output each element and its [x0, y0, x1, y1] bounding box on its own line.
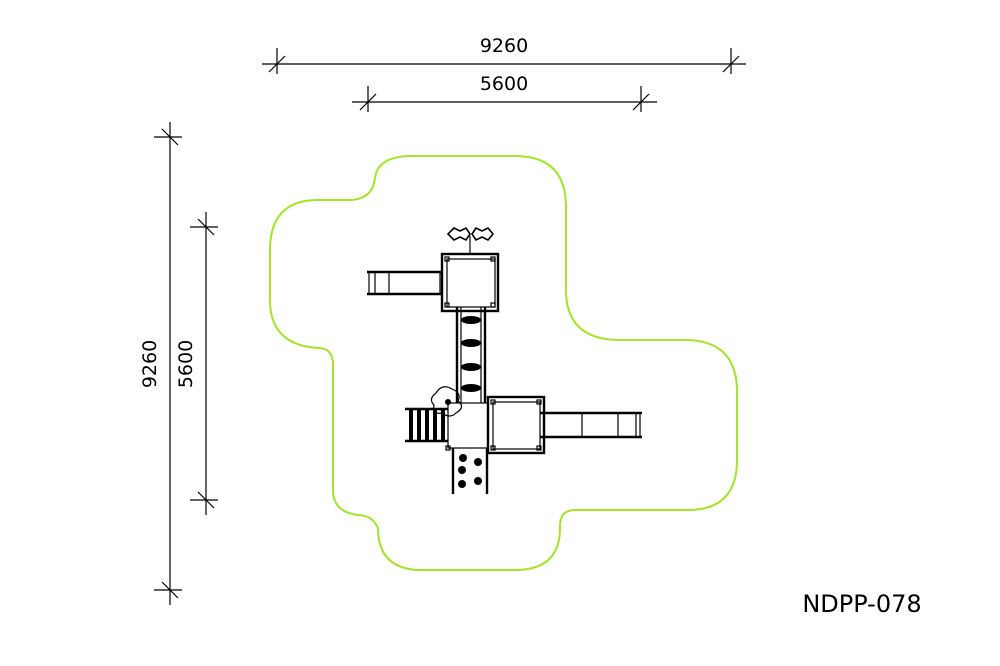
middle-platform [447, 402, 489, 449]
lower-deck [486, 395, 546, 455]
slide-lower [540, 411, 642, 439]
dimension-equipment-width: 5600 [352, 73, 657, 112]
dimension-equipment-length: 5600 [175, 212, 218, 515]
play-panel-flower [430, 386, 463, 417]
drawing-code: NDPP-078 [802, 590, 921, 618]
dimension-text-equipment-length: 5600 [175, 340, 197, 388]
upper-deck [440, 252, 500, 313]
ladder [405, 407, 448, 443]
dimension-overall-width: 9260 [262, 35, 746, 74]
climbing-wall [451, 448, 489, 494]
dimension-text-overall-width: 9260 [480, 35, 528, 57]
crawl-tunnel [455, 307, 487, 403]
safety-zone-outline [269, 155, 738, 571]
dimension-text-equipment-width: 5600 [480, 73, 528, 95]
play-structure [367, 226, 642, 494]
slide-upper [367, 270, 443, 296]
dimension-text-overall-length: 9260 [139, 340, 161, 388]
dimension-overall-length: 9260 [139, 122, 182, 605]
roof-ornament [446, 226, 495, 254]
